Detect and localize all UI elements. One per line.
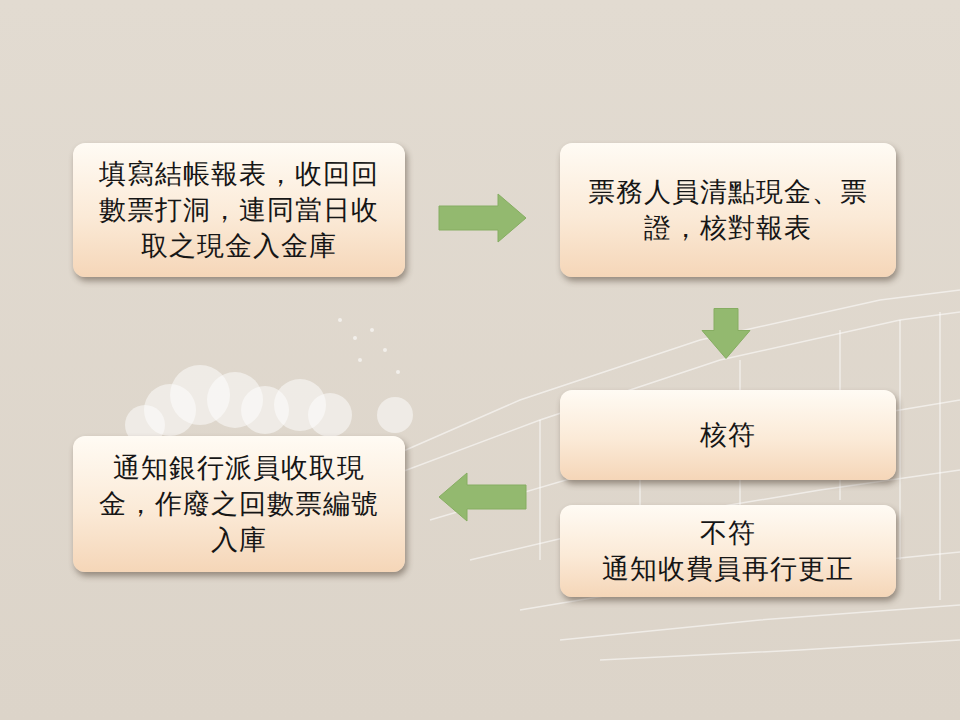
block-arrow — [439, 473, 526, 521]
process-box: 通知銀行派員收取現金，作廢之回數票編號入庫 — [73, 436, 405, 572]
process-box: 填寫結帳報表，收回回數票打洞，連同當日收取之現金入金庫 — [73, 143, 405, 277]
box-text: 不符 — [700, 515, 756, 551]
process-box: 票務人員清點現金、票證，核對報表 — [560, 143, 896, 277]
process-box: 核符 — [560, 390, 896, 480]
box-text: 填寫結帳報表，收回回數票打洞，連同當日收取之現金入金庫 — [91, 156, 387, 264]
block-arrow — [702, 309, 750, 359]
process-box: 不符通知收費員再行更正 — [560, 505, 896, 597]
box-text: 通知收費員再行更正 — [602, 551, 854, 587]
block-arrow — [439, 194, 526, 242]
box-text: 票務人員清點現金、票證，核對報表 — [578, 174, 878, 246]
box-text: 核符 — [700, 417, 756, 453]
box-text: 通知銀行派員收取現金，作廢之回數票編號入庫 — [91, 450, 387, 558]
